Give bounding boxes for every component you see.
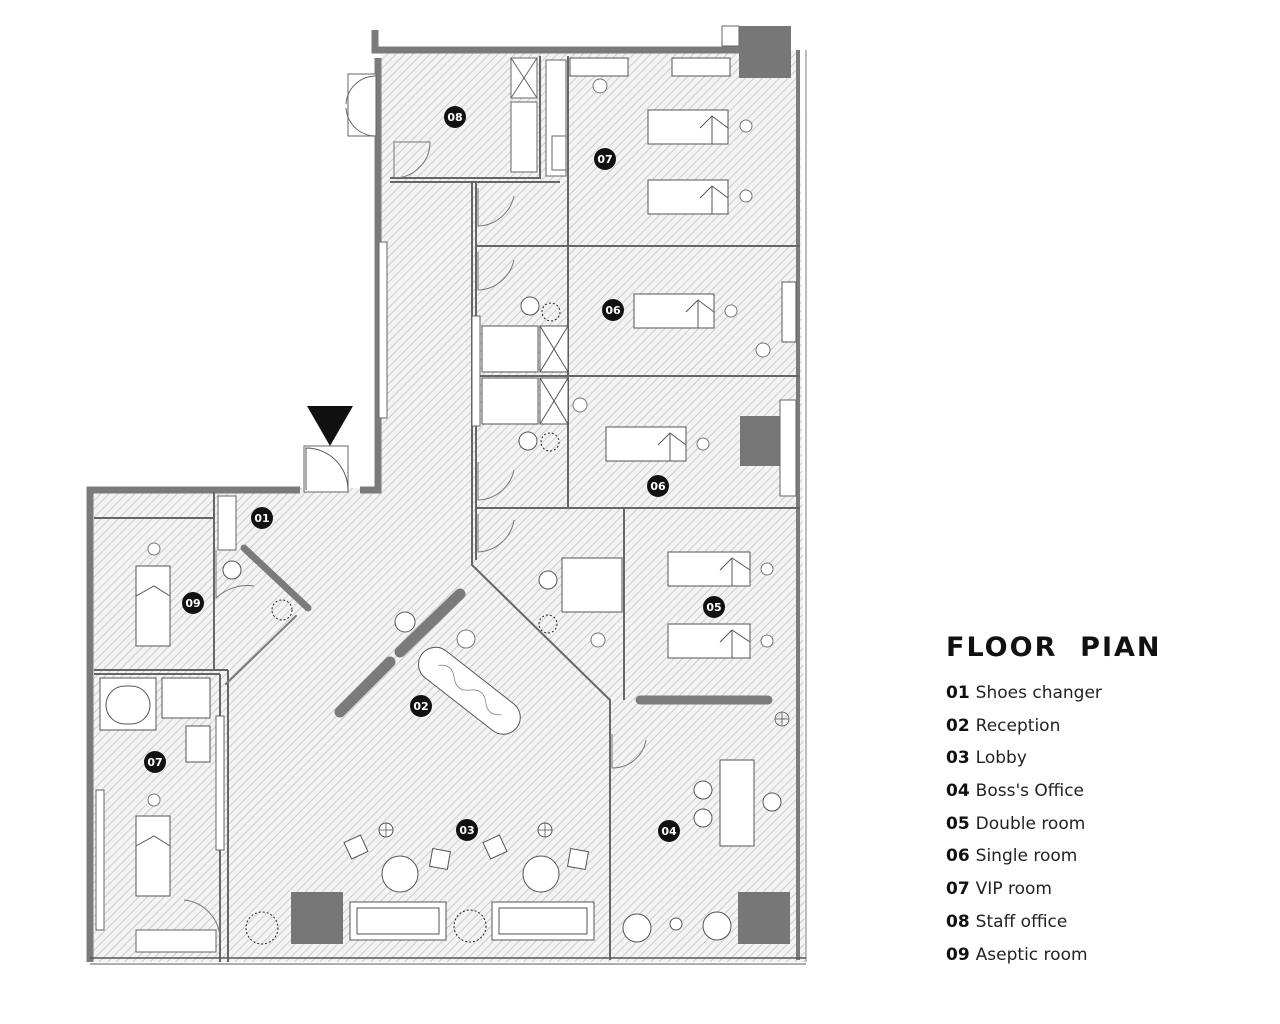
- stools: [147, 78, 774, 807]
- reception-desk: [417, 646, 521, 735]
- svg-text:08: 08: [447, 111, 462, 124]
- office-furniture: [622, 759, 782, 943]
- plants: [245, 302, 561, 945]
- room-marker-07-top: 07: [594, 148, 616, 170]
- room-marker-01: 01: [251, 507, 273, 529]
- entrance-arrow-icon: [307, 406, 353, 446]
- svg-text:07: 07: [597, 153, 612, 166]
- room-marker-05: 05: [703, 596, 725, 618]
- room-marker-08: 08: [444, 106, 466, 128]
- lobby-furniture: [343, 822, 595, 941]
- cabinet: [135, 929, 217, 953]
- beds: [135, 109, 751, 897]
- svg-text:06: 06: [605, 304, 621, 317]
- legend-number: 06: [946, 846, 970, 867]
- legend-label: Lobby: [975, 748, 1027, 769]
- room-markers: 08 07 06 06 01 09 05 02 07 03 04: [144, 106, 725, 842]
- legend-label: Boss's Office: [975, 781, 1085, 802]
- svg-text:09: 09: [185, 597, 200, 610]
- room-marker-09: 09: [182, 592, 204, 614]
- bed-pillows: [135, 115, 751, 847]
- room-marker-02: 02: [410, 695, 432, 717]
- exterior-wall-right: [90, 50, 807, 965]
- svg-text:02: 02: [413, 700, 428, 713]
- shower-blocks: [185, 57, 797, 763]
- reception-chair: [456, 629, 476, 649]
- column-detail: [721, 25, 740, 47]
- lobby-lamps: [379, 711, 790, 837]
- svg-text:07: 07: [147, 756, 162, 769]
- entry-door: [303, 445, 349, 493]
- svg-text:06: 06: [650, 480, 666, 493]
- floor-area: [90, 50, 805, 962]
- room-marker-03: 03: [456, 819, 478, 841]
- legend-label: VIP room: [975, 879, 1052, 900]
- wall-details: [95, 241, 797, 931]
- svg-text:01: 01: [254, 512, 269, 525]
- diagonal-partitions: [225, 544, 466, 718]
- legend-label: Staff office: [975, 911, 1068, 932]
- legend-number: 05: [946, 813, 970, 834]
- room-marker-06-top: 06: [602, 299, 624, 321]
- legend-label: Double room: [975, 813, 1086, 834]
- legend-label: Single room: [975, 846, 1078, 867]
- legend-number: 07: [946, 879, 970, 900]
- legend-label: Shoes changer: [975, 683, 1102, 703]
- legend-number: 02: [946, 715, 970, 736]
- svg-text:04: 04: [661, 825, 677, 838]
- room-marker-04: 04: [658, 820, 680, 842]
- double-door: [345, 73, 377, 137]
- svg-text:03: 03: [459, 824, 474, 837]
- sinks: [222, 296, 558, 633]
- room-marker-06-bottom: 06: [647, 475, 669, 497]
- legend-label: Aseptic room: [975, 944, 1088, 965]
- legend-title: FLOOR PIAN: [946, 632, 1162, 663]
- staff-cabinet: [510, 57, 567, 177]
- bathtub: [99, 677, 211, 731]
- legend-number: 03: [946, 748, 970, 769]
- svg-text:05: 05: [706, 601, 721, 614]
- legend-number: 09: [946, 944, 970, 965]
- exterior-walls: [86, 30, 740, 962]
- room-marker-07-left: 07: [144, 751, 166, 773]
- legend-number: 04: [946, 781, 970, 802]
- legend-number: 01: [946, 683, 970, 703]
- legend-label: Reception: [975, 715, 1061, 736]
- columns: [291, 26, 791, 944]
- legend-number: 08: [946, 911, 970, 932]
